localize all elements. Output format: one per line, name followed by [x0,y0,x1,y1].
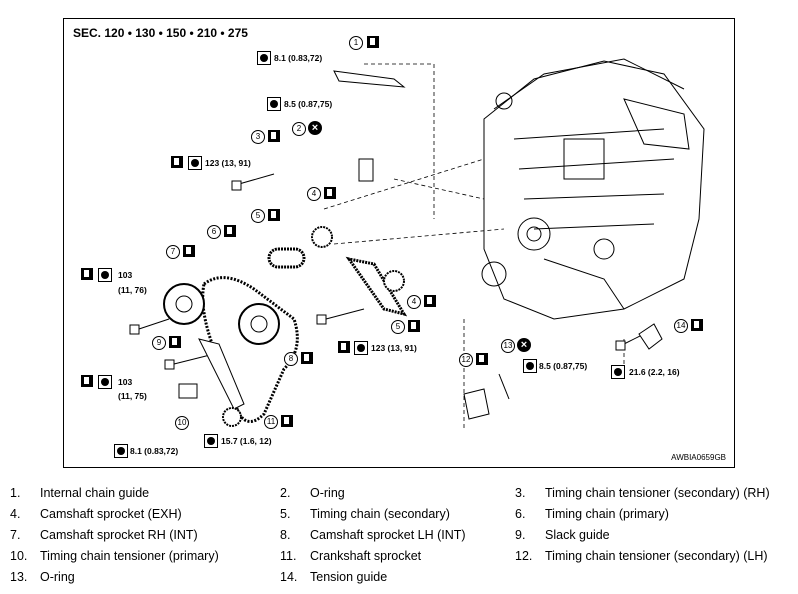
diagram-figure: SEC. 120 • 130 • 150 • 210 • 275 AWBIA06… [63,18,735,468]
lube-icon [301,352,313,364]
torque-label-7: 8.5 (0.87,75) [539,361,588,371]
figure-id: AWBIA0659GB [671,453,726,462]
replace-icon: × [308,121,322,135]
lube-icon [338,341,350,353]
callout-12: 12 [459,353,473,367]
lube-icon [691,319,703,331]
lube-icon [476,353,488,365]
torque-label-9: 8.1 (0.83,72) [130,446,179,456]
torque-label-10: 15.7 (1.6, 12) [221,436,272,446]
legend-item: 1.Internal chain guide [10,486,150,500]
legend-item: 14.Tension guide [280,570,388,584]
legend-item: 3.Timing chain tensioner (secondary) (RH… [515,486,770,500]
timing-chain-secondary-lh [345,256,408,317]
lube-icon [183,245,195,257]
torque-icon [267,97,281,111]
section-label: SEC. 120 • 130 • 150 • 210 • 275 [73,26,248,40]
callout-2: 2 [292,122,306,136]
torque-icon [188,156,202,170]
lube-icon [81,375,93,387]
camshaft-sprocket-exh-lower [383,270,405,292]
torque-label-8: 21.6 (2.2, 16) [629,367,680,377]
callout-8: 8 [284,352,298,366]
torque-icon [523,359,537,373]
legend-item: 12.Timing chain tensioner (secondary) (L… [515,549,768,563]
lube-icon [81,268,93,280]
legend-item: 8.Camshaft sprocket LH (INT) [280,528,466,542]
torque-label-2: 8.5 (0.87,75) [284,99,333,109]
lube-icon [424,295,436,307]
torque-icon [98,375,112,389]
torque-label-3: 123 (13, 91) [205,158,251,168]
legend-item: 11.Crankshaft sprocket [280,549,422,563]
torque-label-5b: (11, 75) [118,391,147,401]
torque-icon [98,268,112,282]
replace-icon: × [517,338,531,352]
lube-icon [367,36,379,48]
timing-chain-secondary-rh [267,247,306,269]
timing-chain-primary [201,276,299,423]
crankshaft-sprocket [222,407,242,427]
lube-icon [268,130,280,142]
camshaft-sprocket-exh-upper [311,226,333,248]
legend-item: 13.O-ring [10,570,75,584]
lube-icon [268,209,280,221]
legend-item: 9.Slack guide [515,528,610,542]
torque-icon [114,444,128,458]
callout-9: 9 [152,336,166,350]
legend-item: 5.Timing chain (secondary) [280,507,450,521]
torque-icon [611,365,625,379]
callout-4: 4 [307,187,321,201]
torque-label-6: 123 (13, 91) [371,343,417,353]
callout-1: 1 [349,36,363,50]
lube-icon [171,156,183,168]
torque-icon [204,434,218,448]
callout-14: 14 [674,319,688,333]
lube-icon [224,225,236,237]
callout-11: 11 [264,415,278,429]
lube-icon [169,336,181,348]
tension-guide [638,323,663,350]
engine-block [481,58,705,320]
legend-item: 2.O-ring [280,486,345,500]
callout-3: 3 [251,130,265,144]
lube-icon [324,187,336,199]
callout-7: 7 [166,245,180,259]
tensioner-rh [358,158,374,182]
callout-5-lower: 5 [391,320,405,334]
callout-13: 13 [501,339,515,353]
lube-icon [281,415,293,427]
exploded-view-drawing [129,58,705,429]
legend-item: 7.Camshaft sprocket RH (INT) [10,528,198,542]
torque-label-4a: 103 [118,270,133,280]
callout-6: 6 [207,225,221,239]
tensioner-primary [178,383,198,399]
callout-4-lower: 4 [407,295,421,309]
torque-label-4b: (11, 76) [118,285,147,295]
legend-item: 4.Camshaft sprocket (EXH) [10,507,182,521]
torque-icon [257,51,271,65]
lube-icon [408,320,420,332]
torque-icon [354,341,368,355]
legend-item: 10.Timing chain tensioner (primary) [10,549,219,563]
torque-label-1: 8.1 (0.83,72) [274,53,323,63]
legend-item: 6.Timing chain (primary) [515,507,669,521]
tensioner-lh [463,388,490,420]
internal-chain-guide [333,70,406,88]
callout-5: 5 [251,209,265,223]
callout-10: 10 [175,416,189,430]
torque-label-5a: 103 [118,377,133,387]
slack-guide [198,338,245,410]
